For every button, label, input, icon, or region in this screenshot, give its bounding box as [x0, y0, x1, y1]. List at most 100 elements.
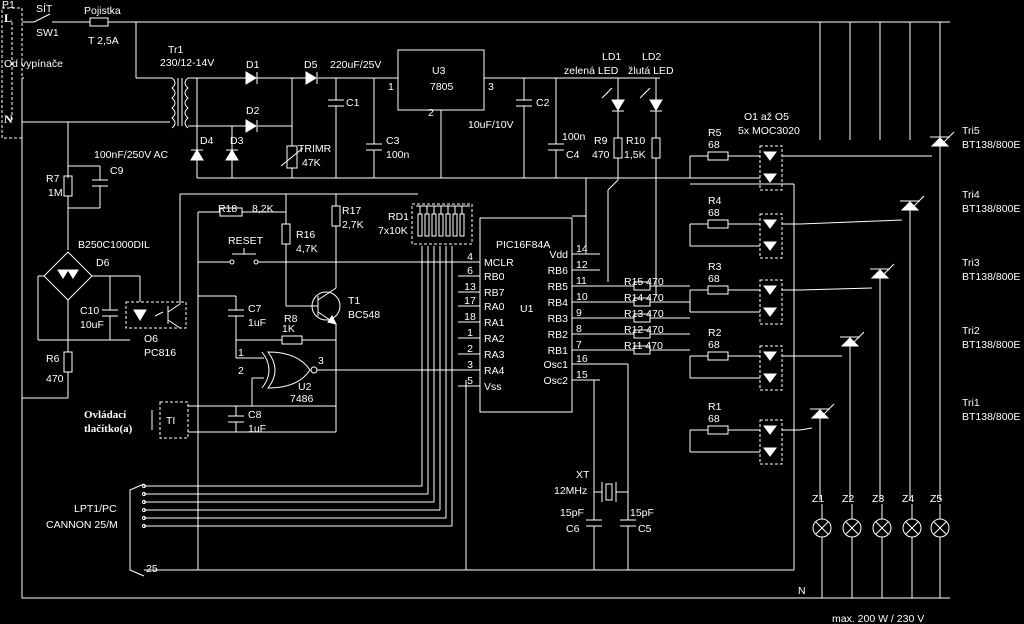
moc3020-opto: [759, 345, 783, 391]
label-u2: U2: [298, 381, 312, 393]
mcu-pin-name: Osc2: [543, 375, 568, 387]
label-c3-val: 100n: [386, 149, 410, 161]
label-u3-pin2: 2: [428, 107, 434, 119]
label-rating: max. 200 W / 230 V: [832, 613, 924, 624]
label-l: L: [4, 11, 12, 25]
lpt-pin: [142, 516, 146, 520]
mcu-pin-num: 10: [576, 291, 588, 303]
label-r9-val: 470: [592, 149, 610, 161]
label-d2: D2: [246, 105, 260, 117]
transformer-tr1: Tr1 230/12-14V: [135, 22, 292, 129]
label-xt: XT: [576, 469, 590, 481]
label-u3-pin1: 1: [388, 81, 394, 93]
label-c9-val: 100nF/250V AC: [94, 149, 169, 161]
output-resistor: [707, 219, 729, 229]
output-resistor-val: 68: [708, 413, 720, 425]
label-g3: 3: [318, 355, 324, 367]
mcu-pin-num: 18: [464, 311, 476, 323]
mcu-pin-name: Vss: [484, 381, 502, 393]
bridge-rectifier: [43, 251, 93, 301]
rb-resistor-label: R12 470: [624, 324, 664, 336]
label-c3: C3: [386, 135, 400, 147]
label-tr1-val: 230/12-14V: [160, 57, 214, 69]
label-d3: D3: [230, 135, 244, 147]
moc3020-opto: [759, 279, 783, 325]
output-resistor-ref: R5: [708, 127, 722, 139]
label-tr1: Tr1: [168, 44, 184, 56]
mcu-pin-num: 1: [467, 327, 473, 339]
label-ld1: LD1: [602, 51, 621, 63]
output-resistor-ref: R1: [708, 401, 722, 413]
mcu-pin-name: RB2: [548, 329, 569, 341]
label-d5: D5: [304, 59, 318, 71]
label-r6-val: 470: [46, 373, 64, 385]
status-leds: LD1 zelená LED LD2 žlutá LED R9 470 R10 …: [564, 51, 674, 296]
rectifier: D1 D2 D4 D3 D5 220uF/25V C1 C3 100n: [190, 59, 700, 179]
label-c4-val: 100n: [562, 131, 586, 143]
label-rd1: RD1: [388, 211, 409, 223]
label-d6: D6: [96, 257, 110, 269]
label-u1: U1: [520, 303, 534, 315]
output-resistor-val: 68: [708, 207, 720, 219]
label-r10: R10: [626, 135, 645, 147]
mcu-pin-name: Osc1: [543, 359, 568, 371]
label-sw1: SW1: [36, 27, 59, 39]
lamp-label: Z5: [930, 493, 942, 505]
output-resistor-ref: R2: [708, 327, 722, 339]
output-resistor-val: 68: [708, 339, 720, 351]
rd1-resistor: [452, 213, 458, 237]
output-resistor-ref: R4: [708, 195, 722, 207]
mcu-pin-name: RB7: [484, 287, 505, 299]
triac-val: BT138/800E: [962, 203, 1020, 215]
connector-p1: [1, 7, 23, 139]
lpt-pin: [142, 484, 146, 488]
label-o6-val: PC816: [144, 347, 176, 359]
label-xt-val: 12MHz: [554, 485, 587, 497]
xor-gate-u2: [261, 351, 270, 389]
moc3020-opto: [759, 213, 783, 259]
triac-val: BT138/800E: [962, 339, 1020, 351]
mcu-pin-num: 4: [467, 251, 473, 263]
label-r9: R9: [594, 135, 608, 147]
label-u3-val: 7805: [430, 81, 454, 93]
output-resistor: [707, 425, 729, 435]
label-p1: P1: [2, 0, 15, 11]
label-t1-val: BC548: [348, 309, 380, 321]
mcu-pin-num: 12: [576, 259, 588, 271]
label-r8-val: 1K: [282, 323, 295, 335]
rb-resistor-label: R11 470: [624, 340, 663, 352]
triac-val: BT138/800E: [962, 411, 1020, 423]
label-r17: R17: [342, 205, 361, 217]
triac-val: BT138/800E: [962, 139, 1020, 151]
label-ti: TI: [166, 415, 175, 427]
label-c8-val: 1uF: [248, 423, 266, 435]
mcu-pin-num: 7: [576, 339, 582, 351]
label-r18-val: 8,2K: [252, 203, 274, 215]
label-c7: C7: [248, 303, 262, 315]
rb-resistor-label: R14 470: [624, 292, 664, 304]
triac-ref: Tri5: [962, 125, 980, 137]
label-c2-val: 10uF/10V: [468, 119, 514, 131]
label-c6-val: 15pF: [560, 507, 584, 519]
control-section: R18 8,2K R16 4,7K R17 2,7K RESET T1 BC54…: [84, 193, 470, 570]
label-c2: C2: [536, 97, 550, 109]
output-resistor-val: 68: [708, 273, 720, 285]
rb-resistor-label: R13 470: [624, 308, 664, 320]
label-ld2-desc: žlutá LED: [628, 65, 674, 77]
lamp-label: Z1: [812, 493, 824, 505]
label-reset: RESET: [228, 235, 264, 247]
label-rd1-val: 7x10K: [378, 225, 408, 237]
zero-cross-detector: 100nF/250V AC C9 R7 1M B250C1000DIL D6 C…: [21, 78, 810, 599]
mcu-pin-name: RA3: [484, 349, 505, 361]
mcu-pin-name: RB3: [548, 313, 569, 325]
label-r16-val: 4,7K: [296, 243, 318, 255]
label-c10: C10: [80, 305, 99, 317]
lpt-pin: [142, 500, 146, 504]
switch-sw1: [33, 13, 51, 23]
label-c1: C1: [346, 97, 360, 109]
label-trimr: TRIMR: [298, 143, 332, 155]
output-resistor-ref: R3: [708, 261, 722, 273]
label-c6: C6: [566, 523, 580, 535]
